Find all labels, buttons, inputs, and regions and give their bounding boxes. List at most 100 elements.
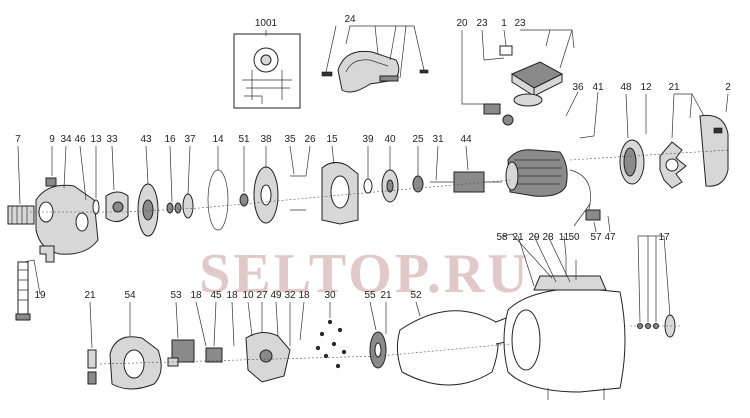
part-47-pressure-tank bbox=[503, 275, 626, 400]
callout-10: 10 bbox=[242, 290, 254, 301]
callout-24: 24 bbox=[344, 14, 356, 25]
part-40-bearing-disc bbox=[381, 169, 399, 203]
part-11-screw bbox=[565, 256, 577, 280]
callout-28: 28 bbox=[542, 232, 554, 243]
leader-lines bbox=[17, 25, 729, 349]
callout-33: 33 bbox=[106, 134, 118, 145]
part-43-impeller bbox=[137, 183, 159, 237]
callout-40: 40 bbox=[384, 134, 396, 145]
callout-17: 17 bbox=[658, 232, 670, 243]
callout-9: 9 bbox=[49, 134, 55, 145]
callout-18: 18 bbox=[298, 290, 310, 301]
callout-46: 46 bbox=[74, 134, 86, 145]
watermark-text: SELTOP.RU bbox=[199, 243, 531, 305]
callout-43: 43 bbox=[140, 134, 152, 145]
callout-12: 12 bbox=[640, 82, 652, 93]
part-48-fan-cover bbox=[619, 139, 645, 185]
callout-38: 38 bbox=[260, 134, 272, 145]
callout-23: 23 bbox=[514, 18, 526, 29]
part-38-diffuser-plate bbox=[253, 166, 279, 224]
callout-58: 58 bbox=[496, 232, 508, 243]
callout-26: 26 bbox=[304, 134, 316, 145]
part-34-pump-housing bbox=[35, 184, 99, 255]
part-39-washer bbox=[363, 178, 373, 194]
callout-14: 14 bbox=[212, 134, 224, 145]
callout-21: 21 bbox=[380, 290, 392, 301]
callout-21: 21 bbox=[668, 82, 680, 93]
callout-49: 49 bbox=[270, 290, 282, 301]
callout-1001: 1001 bbox=[255, 18, 278, 29]
part-55-flange bbox=[369, 331, 387, 369]
callout-23: 23 bbox=[476, 18, 488, 29]
part-30-gasket bbox=[315, 319, 347, 369]
callout-39: 39 bbox=[362, 134, 374, 145]
part-23-terminal-box bbox=[483, 45, 564, 126]
part-motor-stator-housing bbox=[505, 149, 568, 197]
callout-48: 48 bbox=[620, 82, 632, 93]
callout-13: 13 bbox=[90, 134, 102, 145]
callout-51: 51 bbox=[238, 134, 250, 145]
callout-36: 36 bbox=[572, 82, 584, 93]
callout-45: 45 bbox=[210, 290, 222, 301]
callout-7: 7 bbox=[15, 134, 21, 145]
part-9-plug bbox=[45, 177, 57, 187]
part-52-membrane bbox=[396, 310, 507, 386]
callout-27: 27 bbox=[256, 290, 268, 301]
callout-25: 25 bbox=[412, 134, 424, 145]
callout-11: 11 bbox=[559, 232, 570, 243]
callout-30: 30 bbox=[324, 290, 336, 301]
part-24-handle bbox=[321, 50, 429, 93]
callout-16: 16 bbox=[164, 134, 176, 145]
part-13-o-ring bbox=[92, 199, 100, 215]
part-15-motor-bracket bbox=[321, 162, 359, 225]
part-25-bearing bbox=[412, 175, 424, 193]
callout-18: 18 bbox=[190, 290, 202, 301]
callout-41: 41 bbox=[592, 82, 604, 93]
callout-20: 20 bbox=[456, 18, 468, 29]
callout-32: 32 bbox=[284, 290, 296, 301]
callout-55: 55 bbox=[364, 290, 376, 301]
part-7-inlet-fitting bbox=[7, 205, 35, 225]
callout-34: 34 bbox=[60, 134, 72, 145]
part-18-fitting bbox=[205, 347, 223, 363]
callout-54: 54 bbox=[124, 290, 136, 301]
callout-18: 18 bbox=[226, 290, 238, 301]
part-21-screws bbox=[87, 349, 97, 385]
part-53-pressure-switch bbox=[167, 339, 195, 367]
callout-15: 15 bbox=[326, 134, 338, 145]
callout-35: 35 bbox=[284, 134, 296, 145]
callout-29: 29 bbox=[528, 232, 540, 243]
callout-19: 19 bbox=[34, 290, 46, 301]
part-44-rotor bbox=[430, 171, 502, 193]
part-33-ejector bbox=[105, 191, 129, 222]
assembly-axis-lines bbox=[30, 149, 729, 365]
part-51-small-seal bbox=[239, 193, 249, 207]
callout-47: 47 bbox=[604, 232, 616, 243]
callout-53: 53 bbox=[170, 290, 182, 301]
part-54-front-cover bbox=[109, 336, 162, 390]
part-37-seal-ring bbox=[182, 193, 194, 219]
part-19-hose bbox=[15, 261, 31, 321]
callout-50: 50 bbox=[568, 232, 580, 243]
callout-1: 1 bbox=[501, 18, 507, 29]
part-50-power-cable bbox=[569, 169, 601, 221]
part-21-fan bbox=[659, 141, 687, 189]
callout-21: 21 bbox=[84, 290, 96, 301]
callout-57: 57 bbox=[590, 232, 602, 243]
callout-52: 52 bbox=[410, 290, 422, 301]
part-14-large-o-ring bbox=[207, 169, 229, 231]
callout-37: 37 bbox=[184, 134, 196, 145]
callout-44: 44 bbox=[460, 134, 472, 145]
part-35-screw bbox=[290, 175, 306, 211]
part-elbow-fitting bbox=[39, 245, 55, 263]
part-17-tank-valve bbox=[637, 314, 676, 338]
callout-2: 2 bbox=[725, 82, 731, 93]
callout-31: 31 bbox=[432, 134, 444, 145]
part-49-manifold bbox=[245, 332, 291, 383]
part-1001-wiring-inset bbox=[233, 33, 301, 109]
callout-21: 21 bbox=[512, 232, 524, 243]
part-16-seal bbox=[166, 202, 182, 214]
